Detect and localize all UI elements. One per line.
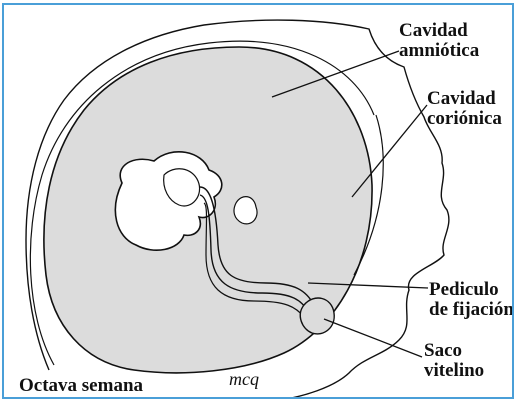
label-saco-vitelino-line1: Saco: [424, 341, 484, 361]
label-pediculo-line2: de fijación: [429, 300, 514, 320]
label-saco-vitelino: Saco vitelino: [424, 341, 484, 381]
yolk-sac: [300, 298, 334, 334]
label-saco-vitelino-line2: vitelino: [424, 361, 484, 381]
label-cavidad-amniotica-line1: Cavidad: [399, 21, 479, 41]
caption-octava-semana: Octava semana: [19, 376, 143, 396]
label-pediculo: Pediculo de fijación: [429, 280, 514, 320]
embryo-limb-detail: [234, 197, 257, 224]
label-cavidad-amniotica: Cavidad amniótica: [399, 21, 479, 61]
label-cavidad-corionica-line2: coriónica: [427, 109, 502, 129]
label-cavidad-corionica-line1: Cavidad: [427, 89, 502, 109]
label-pediculo-line1: Pediculo: [429, 280, 514, 300]
label-cavidad-amniotica-line2: amniótica: [399, 41, 479, 61]
artist-signature: mcq: [229, 369, 259, 389]
label-cavidad-corionica: Cavidad coriónica: [427, 89, 502, 129]
figure-frame: mcq Cavidad amniótica Cavidad coriónica …: [2, 3, 514, 399]
